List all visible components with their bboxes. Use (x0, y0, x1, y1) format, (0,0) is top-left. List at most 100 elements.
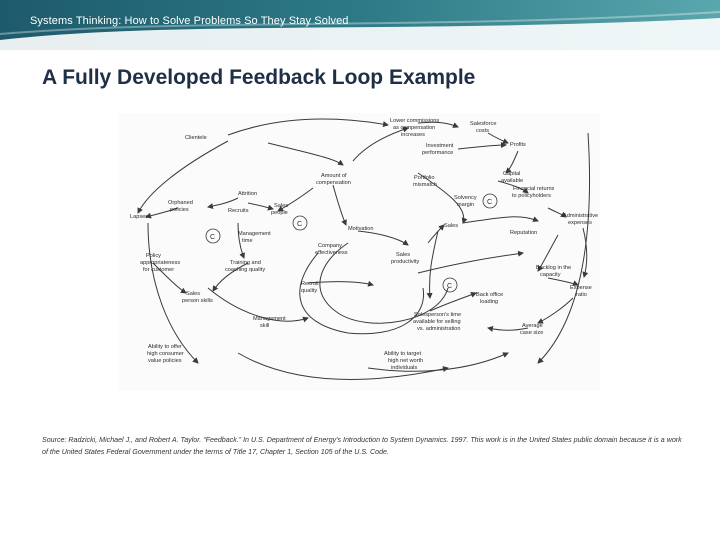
node-management-skill-line2: skill (260, 323, 269, 329)
feedback-loop-diagram: C C C C Lower commissions as compensatio… (118, 113, 600, 391)
header-title: Systems Thinking: How to Solve Problems … (30, 15, 349, 27)
link (547, 207, 567, 218)
loop-markers: C C C C (205, 193, 498, 293)
node-administrative-expenses-line2: expenses (568, 220, 592, 226)
node-sales-person-skills-line2: person skills (182, 298, 213, 304)
node-solvency-margin-line2: margin (457, 202, 474, 208)
link (227, 118, 389, 136)
loop-marker (205, 228, 221, 244)
diagram-nodes: Lower commissions as compensation increa… (130, 118, 598, 371)
node-financial-returns-line2: to policyholders (512, 193, 551, 199)
link (537, 297, 574, 324)
node-clientele: Clientele (185, 135, 207, 141)
slide-title: A Fully Developed Feedback Loop Example (42, 66, 476, 89)
loop-marker (482, 193, 498, 209)
node-lower-commissions: Lower commissions (390, 118, 439, 124)
node-policy-appropriateness: Policy (146, 253, 161, 259)
node-sales-productivity-line2: productivity (391, 259, 419, 265)
node-expense-ratio: Expense (570, 285, 592, 291)
link (212, 262, 249, 292)
node-salesforce-costs: Salesforce (470, 121, 496, 127)
node-company-effectiveness: Company (318, 243, 342, 249)
link (152, 262, 187, 294)
node-sales-people: Sales (274, 203, 288, 209)
node-company-effectiveness-line2: effectiveness (315, 250, 348, 256)
link (426, 230, 439, 299)
link (367, 352, 509, 372)
node-motivation: Motivation (348, 226, 374, 232)
loop-marker-label: C (447, 283, 452, 290)
node-training-coaching: Training and (230, 260, 261, 266)
node-management-time: Management (238, 231, 271, 237)
link (547, 277, 579, 286)
link (147, 222, 199, 364)
node-investment-performance: Investment (426, 143, 454, 149)
node-average-case-size-line2: case size (520, 330, 543, 336)
node-amount-of-compensation: Amount of (321, 173, 347, 179)
node-salesperson-time: Salesperson's time (414, 312, 461, 318)
link (307, 280, 374, 287)
node-average-case-size: Average (522, 323, 543, 329)
link (487, 326, 529, 332)
node-administrative-expenses: Administrative (563, 213, 598, 219)
link (277, 187, 314, 212)
link (319, 242, 449, 324)
loop-marker (442, 277, 458, 293)
node-portfolio-mismatch-line2: mismatch (413, 182, 437, 188)
link (207, 197, 239, 209)
node-lower-commissions-line2: as compensation (393, 125, 435, 131)
node-solvency-margin: Solvency (454, 195, 477, 201)
node-expense-ratio-line2: ratio (576, 292, 587, 298)
node-backlog-capacity: Backlog in the (536, 265, 571, 271)
diagram-canvas: C C C C Lower commissions as compensatio… (118, 113, 600, 391)
loop-marker-label: C (297, 221, 302, 228)
node-management-skill: Management (253, 316, 286, 322)
header-background (0, 0, 720, 50)
node-policy-appropriateness-line3: for customer (143, 267, 174, 273)
link (537, 132, 591, 364)
node-recruit-quality-line2: quality (301, 288, 317, 294)
link (145, 207, 179, 219)
link (332, 184, 347, 226)
node-policy-appropriateness-line2: appropriateness (140, 260, 180, 266)
node-portfolio-mismatch: Portfolio (414, 175, 435, 181)
node-capital-available: Capital (503, 171, 520, 177)
link (497, 180, 529, 194)
node-ability-target-line2: high net worth (388, 358, 423, 364)
node-reputation: Reputation (510, 230, 537, 236)
node-salesperson-time-line2: available for selling (413, 319, 461, 325)
link (457, 142, 507, 150)
node-ability-high-value-line3: value policies (148, 358, 182, 364)
node-orphaned-policies-line2: policies (170, 207, 189, 213)
causal-links (137, 118, 591, 380)
node-ability-target: Ability to target (384, 351, 421, 357)
link (267, 142, 344, 166)
node-ability-target-line3: individuals (391, 365, 417, 371)
node-back-office-loading: Back office (476, 292, 503, 298)
link (462, 216, 539, 224)
node-recruits: Recruits (228, 208, 249, 214)
node-ability-high-value: Ability to offer (148, 344, 182, 350)
node-financial-returns: Financial returns (513, 186, 555, 192)
header-bar: Systems Thinking: How to Solve Problems … (0, 0, 720, 50)
loop-marker-label: C (210, 234, 215, 241)
link (237, 352, 449, 380)
node-training-coaching-line2: coaching quality (225, 267, 265, 273)
node-ability-high-value-line2: high consumer (147, 351, 184, 357)
link (582, 227, 589, 278)
node-lower-commissions-line3: increases (401, 132, 425, 138)
node-sales-productivity: Sales (396, 252, 410, 258)
loop-marker-label: C (487, 199, 492, 206)
node-capital-available-line2: available (501, 178, 523, 184)
link (237, 222, 245, 259)
link (417, 250, 524, 274)
link (137, 140, 229, 214)
link (429, 291, 477, 312)
node-investment-performance-line2: performance (422, 150, 453, 156)
loop-marker (292, 215, 308, 231)
node-lapses: Lapses (130, 214, 148, 220)
node-management-time-line2: time (242, 238, 253, 244)
node-back-office-loading-line2: loading (480, 299, 498, 305)
source-citation: Source: Radzicki, Michael J., and Robert… (42, 436, 682, 456)
node-recruit-quality: Recruit (301, 281, 319, 287)
